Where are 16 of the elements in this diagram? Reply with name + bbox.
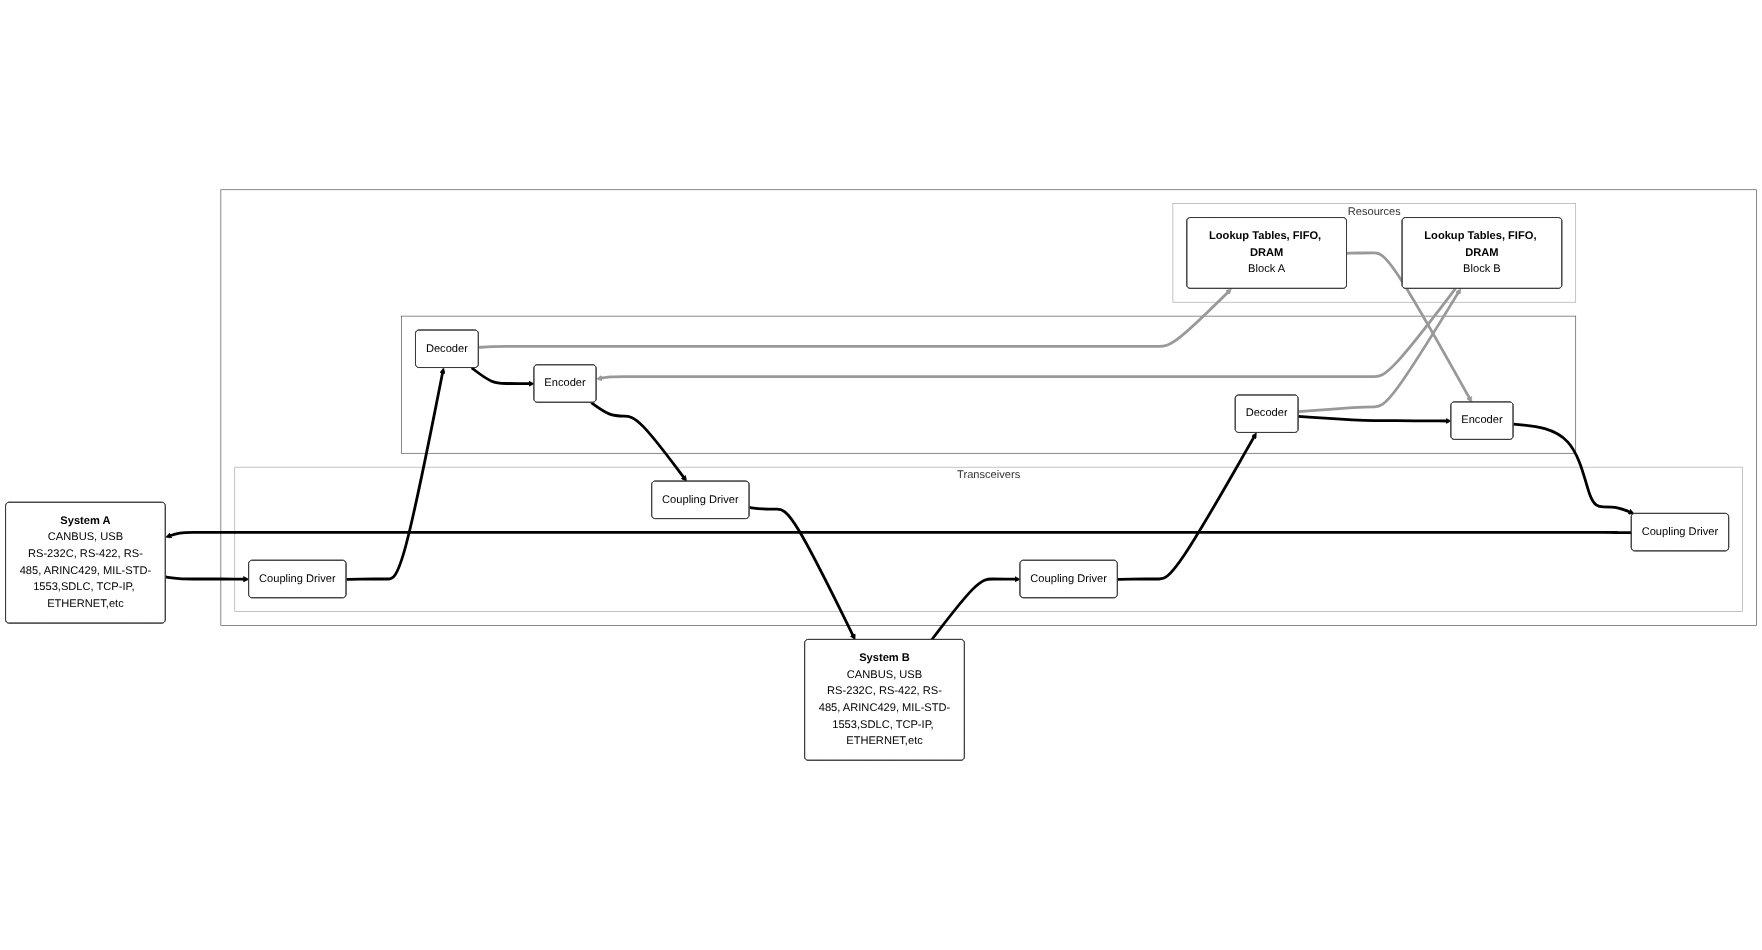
- arrow: [1513, 422, 1635, 515]
- arrow: [590, 401, 687, 482]
- arrow: [1298, 288, 1461, 414]
- arrow: [470, 366, 535, 387]
- arrow: [930, 576, 1021, 641]
- arrow: [1117, 432, 1257, 581]
- cluster: [220, 189, 1757, 626]
- arrow: [1346, 251, 1473, 403]
- arrow: [749, 506, 856, 641]
- cluster: [401, 315, 1577, 454]
- arrow: [165, 531, 1632, 539]
- arrow: [165, 575, 250, 583]
- arrow: [1298, 415, 1452, 425]
- arrow: [478, 288, 1232, 349]
- arrow: [596, 287, 1457, 382]
- arrow: [346, 367, 446, 581]
